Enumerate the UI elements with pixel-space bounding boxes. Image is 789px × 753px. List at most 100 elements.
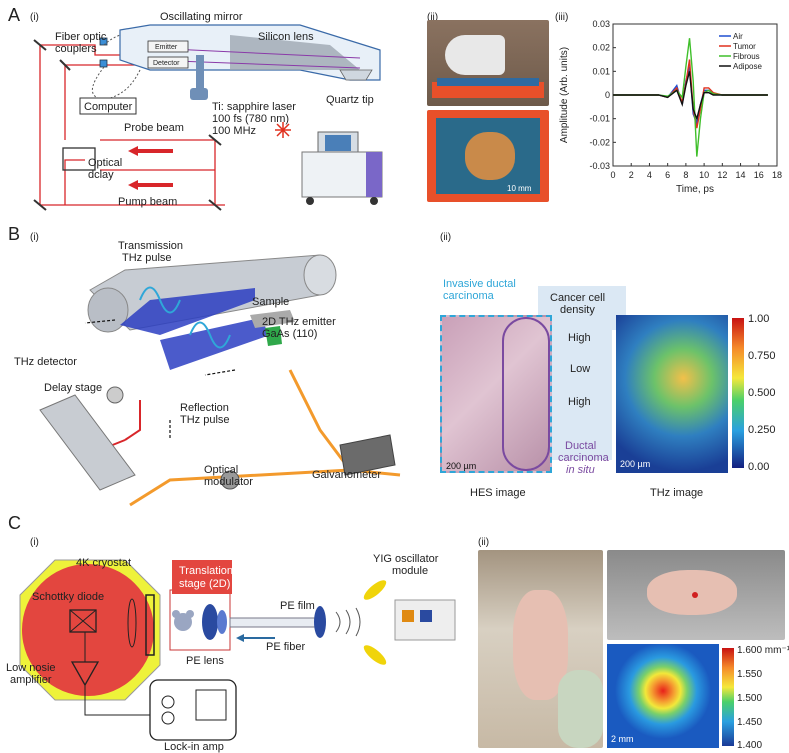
panel-a-ii-label: (ii) <box>427 12 439 23</box>
panel-c-setup-diagram <box>19 559 456 741</box>
invasive-label-1: Invasive ductal <box>443 278 516 290</box>
couplers-label: couplers <box>55 43 97 55</box>
x-tick-label: 18 <box>772 170 782 180</box>
pe-lens-label: PE lens <box>186 655 224 667</box>
hes-caption: HES image <box>470 487 526 499</box>
laser-spot-icon <box>275 122 291 138</box>
low-noise-label-1: Low nosie <box>6 662 56 674</box>
density-header <box>538 286 626 330</box>
reflection-pulse-label: THz pulse <box>180 414 230 426</box>
panel-b-setup-diagram <box>39 254 401 507</box>
hes-scale-label: 200 µm <box>446 461 477 471</box>
probe-beam-label: Probe beam <box>124 122 184 134</box>
y-tick-label: -0.01 <box>589 114 610 124</box>
thz-colorbar-tick: 1.00 <box>748 313 770 325</box>
ductal-label-3: in situ <box>566 464 595 476</box>
panel-b-ii-label: (ii) <box>440 232 452 243</box>
computer-label: Computer <box>84 101 133 113</box>
mouse-photo <box>607 550 785 640</box>
thz-image: 200 µm <box>616 315 728 473</box>
hes-image: 200 µm <box>440 315 552 473</box>
reflection-label: Reflection <box>180 402 229 414</box>
y-tick-label: 0.03 <box>592 19 610 29</box>
legend-label-air: Air <box>733 32 743 41</box>
optical-modulator-icon <box>220 470 240 490</box>
thz-caption: THz image <box>650 487 704 499</box>
fiber-optic-label: Fiber optic <box>55 31 107 43</box>
panel-c-letter: C <box>8 513 21 533</box>
panel-a-iii-label: (iii) <box>555 12 569 23</box>
panel-a-setup-diagram <box>33 24 383 211</box>
thz-detector-label: THz detector <box>14 356 77 368</box>
thz-colorbar <box>732 318 744 468</box>
translation-stage-box <box>172 560 232 594</box>
x-tick-label: 12 <box>717 170 727 180</box>
emitter-2d-label: 2D THz emitter <box>262 316 336 328</box>
absorption-map: 2 mm <box>607 644 719 748</box>
pe-film-label: PE film <box>280 600 315 612</box>
laser-label-line1: Ti: sapphire laser <box>212 101 296 113</box>
density-low: Low <box>570 363 591 375</box>
laser-label-line3: 100 MHz <box>212 125 257 137</box>
thz-scale-label: 200 µm <box>620 459 651 469</box>
lockin-amp-box <box>149 679 237 741</box>
transmission-pulse-label: THz pulse <box>122 252 172 264</box>
tissue-sample-photo: 10 mm <box>427 110 549 202</box>
density-high-bottom: High <box>568 396 591 408</box>
coupler-icon <box>99 37 108 46</box>
delay-stage-label: Delay stage <box>44 382 103 394</box>
ductal-label-1: Ductal <box>565 440 597 452</box>
absorption-colorbar-tick: 1.550 <box>737 669 763 680</box>
probe-on-tissue-photo <box>427 20 549 106</box>
absorption-colorbar <box>722 648 734 746</box>
legend-label-fibrous: Fibrous <box>733 52 760 61</box>
mouse-icon <box>172 610 194 631</box>
series-line-adipose <box>613 71 768 121</box>
optical-modulator-label-1: Optical <box>204 464 239 476</box>
low-noise-label-2: amplifier <box>10 674 52 686</box>
x-tick-label: 10 <box>699 170 709 180</box>
panel-b-i-label: (i) <box>30 232 39 243</box>
optical-modulator-label-2: modulator <box>204 476 253 488</box>
transmission-label: Transmission <box>118 240 183 252</box>
density-label-2: density <box>560 304 595 316</box>
panel-c-ii-label: (ii) <box>478 537 490 548</box>
x-axis-label: Time, ps <box>676 184 714 195</box>
galvanometer-label: Galvanometer <box>312 469 382 481</box>
thz-colorbar-tick: 0.250 <box>748 424 776 436</box>
density-high-top: High <box>568 332 591 344</box>
panel-a-letter: A <box>8 5 21 25</box>
pump-beam-label: Pump beam <box>118 196 178 208</box>
y-tick-label: 0.01 <box>592 66 610 76</box>
schottky-label: Schottky diode <box>32 591 105 603</box>
legend-label-adipose: Adipose <box>733 62 762 71</box>
absorption-colorbar-tick: 1.600 mm⁻¹ <box>737 645 789 656</box>
optical-delay-label-2: dclay <box>88 169 114 181</box>
absorption-colorbar-tick: 1.500 <box>737 693 763 704</box>
y-axis-label: Amplitude (Arb. units) <box>559 47 570 143</box>
x-tick-label: 8 <box>683 170 688 180</box>
y-tick-label: -0.02 <box>589 137 610 147</box>
thz-colorbar-tick: 0.00 <box>748 461 770 473</box>
thz-colorbar-tick: 0.750 <box>748 350 776 362</box>
invasive-label-2: carcinoma <box>443 290 494 302</box>
ductal-label-2: carcinoma <box>558 452 609 464</box>
x-tick-label: 4 <box>647 170 652 180</box>
x-tick-label: 6 <box>665 170 670 180</box>
y-tick-label: 0.02 <box>592 43 610 53</box>
cryostat-inner <box>22 564 154 696</box>
quartz-tip-label: Quartz tip <box>326 94 374 106</box>
y-tick-label: -0.03 <box>589 161 610 171</box>
thz-colorbar-tick: 0.500 <box>748 387 776 399</box>
thz-detector-icon <box>106 386 124 404</box>
oscillating-mirror-label: Oscillating mirror <box>160 11 243 23</box>
coupler-icon <box>99 59 108 68</box>
gaas-label: GaAs (110) <box>262 328 318 340</box>
laser-label-line2: 100 fs (780 nm) <box>212 113 290 125</box>
panel-a-i-label: (i) <box>30 12 39 23</box>
absorption-colorbar-tick: 1.400 <box>737 740 763 751</box>
sample-scale-label: 10 mm <box>507 184 532 193</box>
laser-cart-icon <box>301 131 383 205</box>
y-tick-label: 0 <box>605 90 610 100</box>
panel-b-letter: B <box>8 224 21 244</box>
